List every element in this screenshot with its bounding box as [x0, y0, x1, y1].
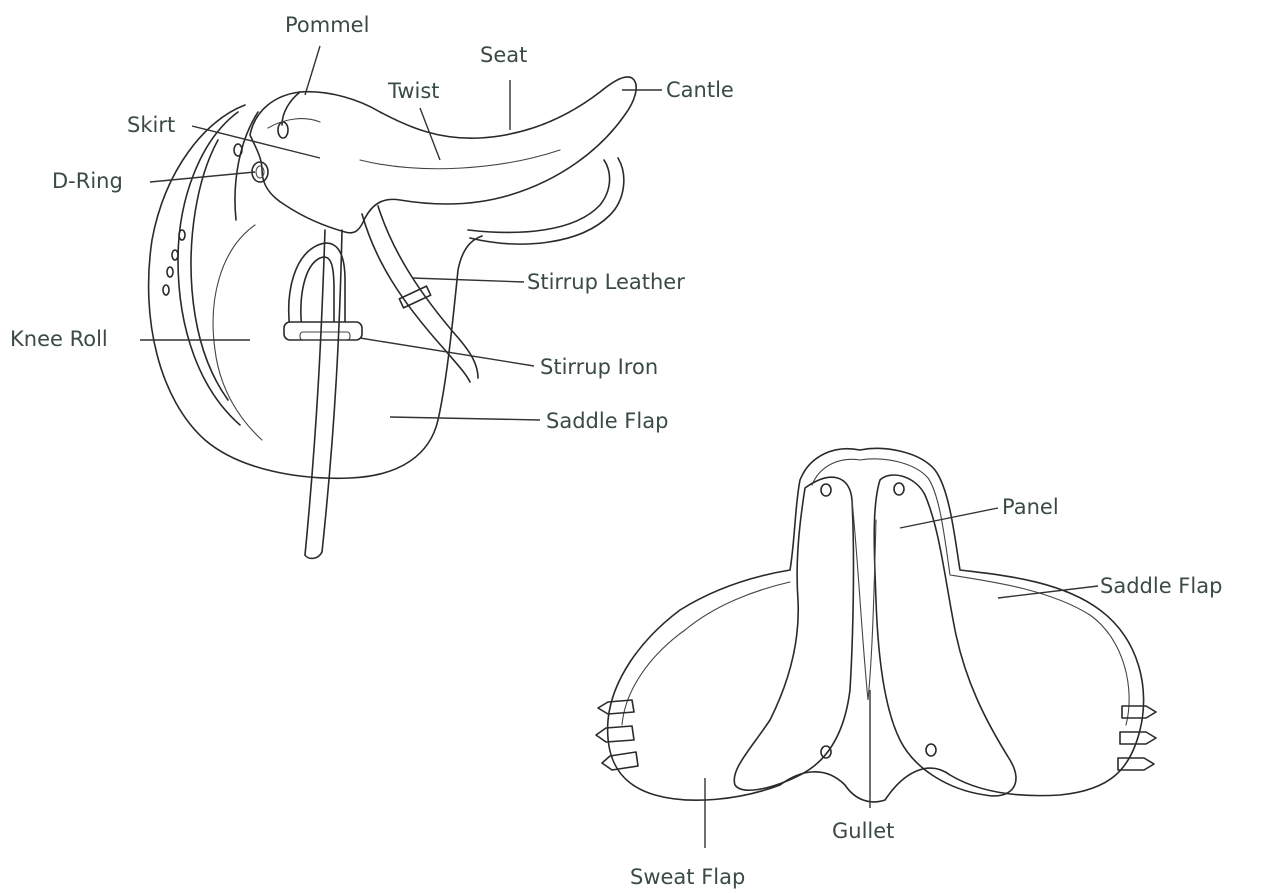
label-d-ring: D-Ring — [52, 169, 123, 193]
label-panel: Panel — [1002, 495, 1059, 519]
side-view-saddle-illustration — [149, 77, 637, 558]
label-sweat-flap: Sweat Flap — [630, 865, 745, 889]
label-knee-roll: Knee Roll — [10, 327, 108, 351]
leader-saddle-flap — [390, 417, 540, 420]
label-saddle-flap: Saddle Flap — [546, 409, 668, 433]
label-gullet: Gullet — [832, 819, 894, 843]
label-pommel: Pommel — [285, 13, 369, 37]
leader-panel — [900, 508, 998, 528]
label-seat: Seat — [480, 43, 527, 67]
label-skirt: Skirt — [127, 113, 175, 137]
underside-view-saddle-illustration — [596, 448, 1156, 801]
labels: Pommel Seat Twist Cantle Skirt D-Ring St… — [10, 13, 1222, 889]
label-stirrup-leather: Stirrup Leather — [527, 270, 685, 294]
label-saddle-flap-underside: Saddle Flap — [1100, 574, 1222, 598]
label-stirrup-iron: Stirrup Iron — [540, 355, 658, 379]
leader-pommel — [305, 46, 320, 95]
leader-stirrup-leather — [412, 278, 524, 282]
label-twist: Twist — [387, 79, 440, 103]
label-cantle: Cantle — [666, 78, 734, 102]
